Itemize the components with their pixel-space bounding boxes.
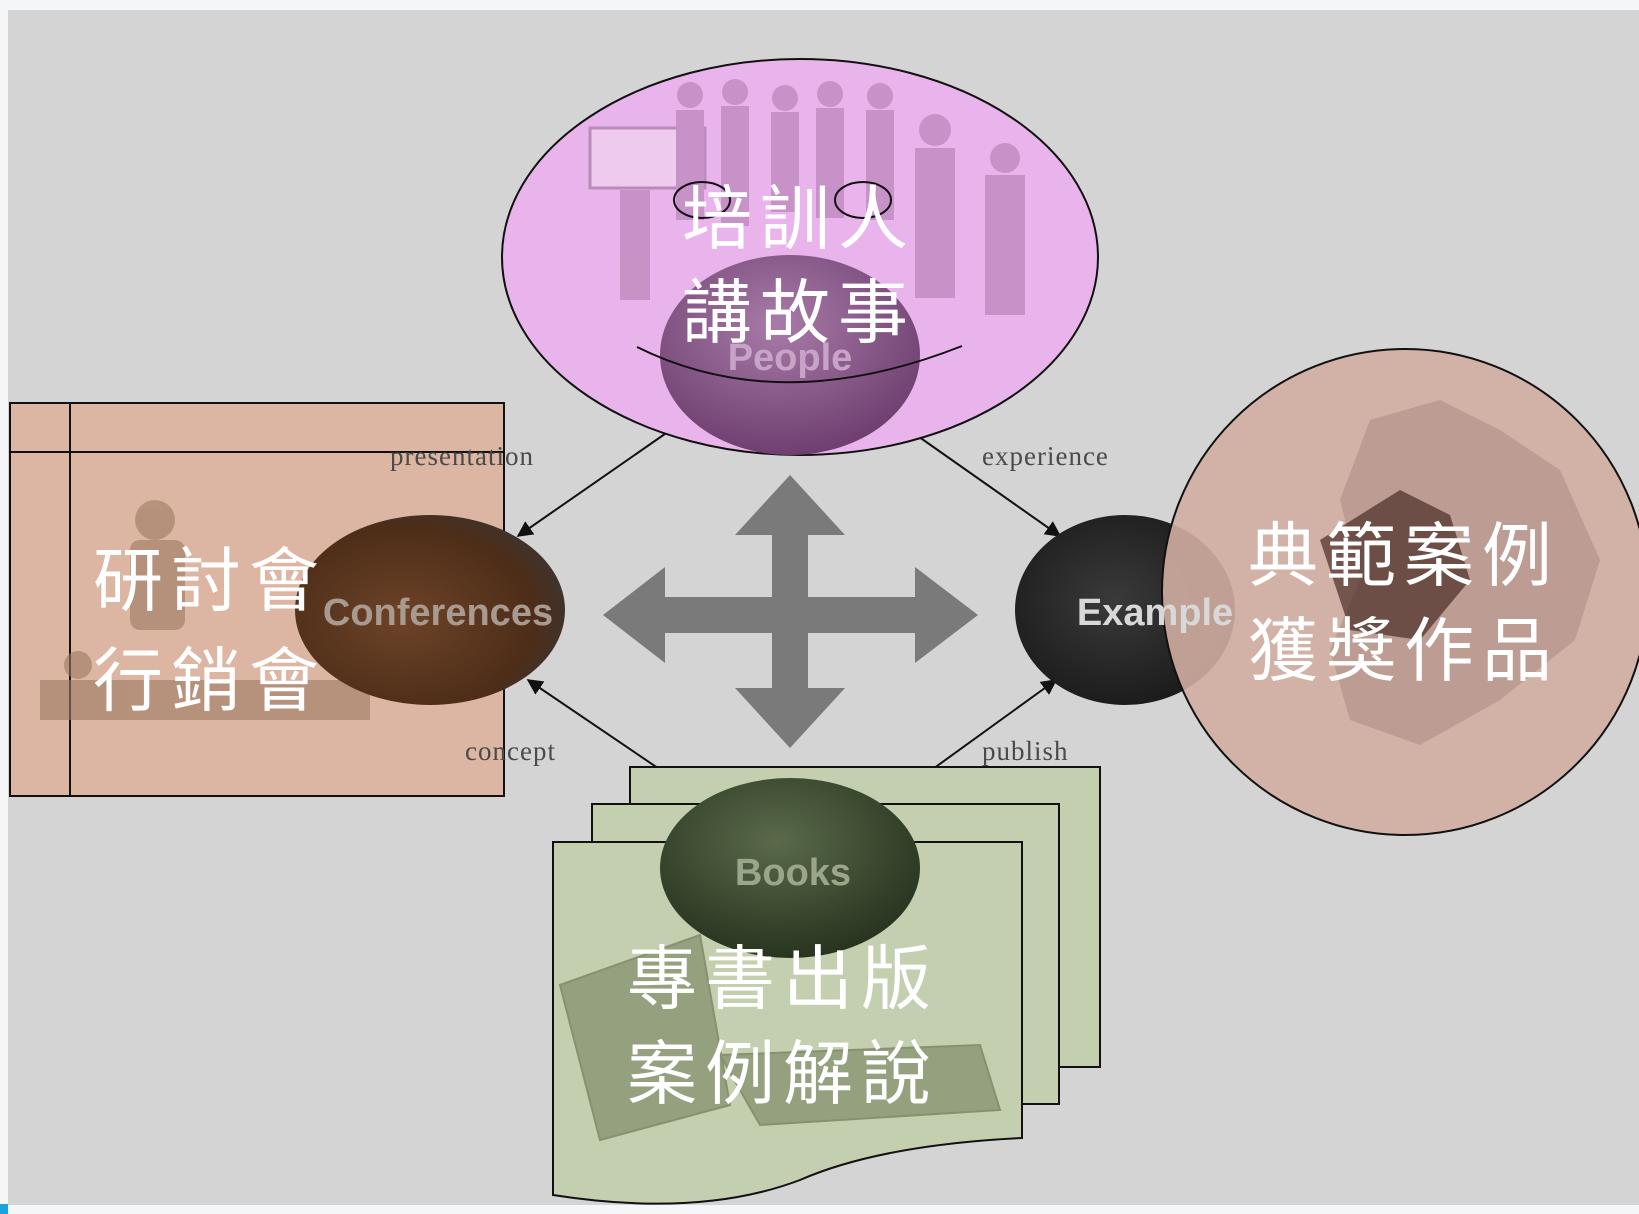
- conferences-callout-line1: 研討會: [93, 540, 327, 622]
- example-callout-line2: 獲獎作品: [1248, 610, 1560, 692]
- people-callout-line2: 講故事: [682, 272, 916, 354]
- people-node-label: People: [728, 337, 853, 379]
- people-node: [660, 255, 920, 455]
- open-book-icon: [558, 933, 1002, 1142]
- example-node-label: Example: [1077, 592, 1233, 634]
- example-callout: [1161, 348, 1639, 836]
- right-eye-mark: [834, 181, 892, 219]
- conferences-node: [295, 515, 565, 705]
- conferences-node-label: Conferences: [323, 592, 553, 634]
- map-district-icon: [1320, 490, 1470, 640]
- edge-label-presentation: presentation: [390, 441, 534, 471]
- people-callout-line1: 培訓人: [682, 178, 916, 260]
- books-callout-line2: 案例解說: [627, 1033, 939, 1115]
- books-callout-line1: 專書出版: [627, 938, 939, 1020]
- left-eye-mark: [673, 181, 731, 219]
- smile-mark: [636, 345, 963, 384]
- crowd-silhouette-icon: [588, 79, 1025, 315]
- meeting-people-icon: [40, 500, 370, 720]
- books-node-label: Books: [735, 852, 851, 894]
- edge-label-experience: experience: [982, 441, 1109, 471]
- accent-strip: [0, 1204, 8, 1214]
- arrow-people-conferences: [516, 419, 687, 537]
- edge-label-publish: publish: [982, 736, 1069, 766]
- arrow-people-example: [893, 419, 1062, 537]
- example-callout-line1: 典範案例: [1248, 515, 1560, 597]
- conferences-callout-line2: 行銷會: [93, 640, 327, 722]
- edge-label-concept: concept: [465, 736, 556, 766]
- four-way-arrow-icon: [603, 475, 978, 748]
- books-node: [660, 778, 920, 958]
